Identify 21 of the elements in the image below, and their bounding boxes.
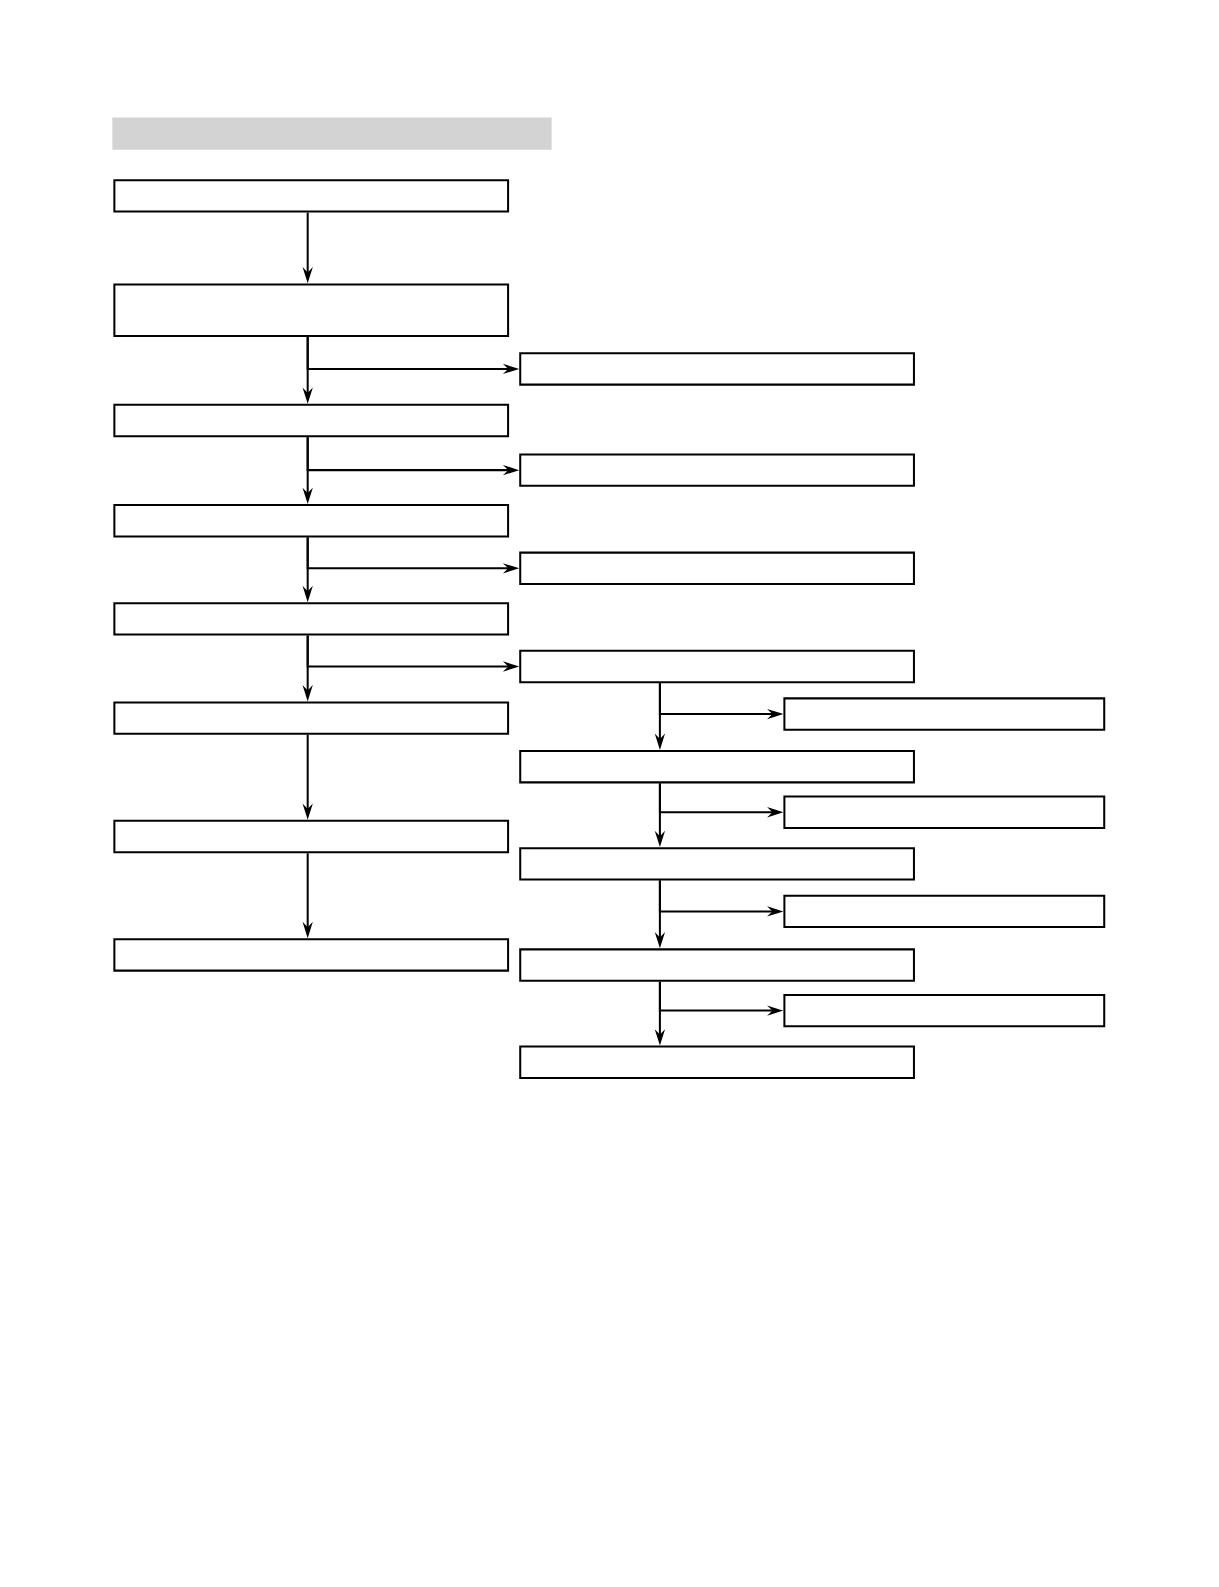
process-box bbox=[783, 993, 1106, 1028]
process-box bbox=[113, 819, 510, 854]
process-box bbox=[519, 847, 916, 881]
process-box bbox=[113, 938, 510, 972]
process-box bbox=[783, 894, 1106, 929]
process-box bbox=[113, 602, 510, 636]
process-box bbox=[519, 551, 916, 585]
process-box bbox=[519, 1045, 916, 1079]
process-box bbox=[519, 649, 916, 684]
process-box bbox=[783, 795, 1106, 829]
process-box bbox=[113, 283, 510, 338]
process-box bbox=[519, 750, 916, 784]
process-box bbox=[519, 948, 916, 982]
title-bar bbox=[112, 117, 552, 150]
process-box bbox=[113, 403, 510, 438]
process-box bbox=[113, 701, 510, 735]
process-box bbox=[113, 504, 510, 538]
process-box bbox=[113, 179, 510, 213]
process-box bbox=[519, 352, 916, 386]
process-box bbox=[519, 453, 916, 487]
process-box bbox=[783, 697, 1106, 731]
